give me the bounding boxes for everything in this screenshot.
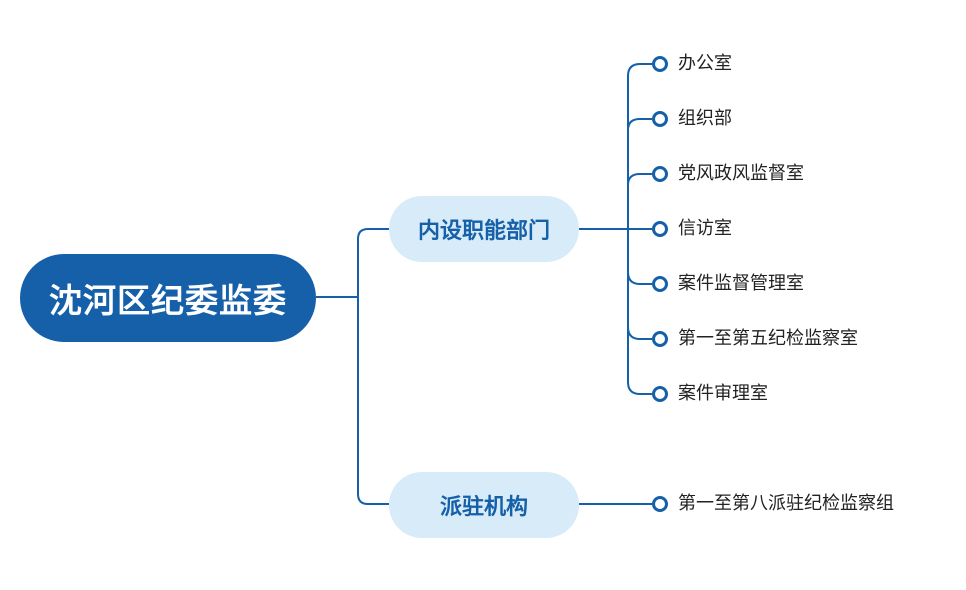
- leaf-spine: [627, 63, 652, 395]
- leaf-item[interactable]: 党风政风监督室: [678, 163, 804, 184]
- leaf-dot-icon: [652, 496, 668, 512]
- leaf-link-4: [627, 271, 652, 285]
- branch-node-internal-departments[interactable]: 内设职能部门: [389, 196, 579, 262]
- branch-node-dispatched-agencies[interactable]: 派驻机构: [389, 472, 579, 538]
- leaf-dot-icon: [652, 56, 668, 72]
- leaf-link-5: [627, 326, 652, 340]
- leaf-item[interactable]: 组织部: [678, 108, 732, 129]
- leaf-item[interactable]: 案件监督管理室: [678, 273, 804, 294]
- root-node[interactable]: 沈河区纪委监委: [20, 254, 316, 342]
- leaf-link-1: [627, 118, 652, 131]
- leaf-dot-icon: [652, 386, 668, 402]
- leaf-item[interactable]: 第一至第八派驻纪检监察组: [678, 493, 894, 514]
- leaf-item[interactable]: 信访室: [678, 218, 732, 239]
- leaf-link-2: [627, 173, 652, 186]
- leaf-dot-icon: [652, 111, 668, 127]
- leaf-item[interactable]: 第一至第五纪检监察室: [678, 328, 858, 349]
- leaf-dot-icon: [652, 331, 668, 347]
- leaf-item[interactable]: 办公室: [678, 53, 732, 74]
- leaf-dot-icon: [652, 276, 668, 292]
- branch-spine: [357, 228, 389, 505]
- leaf-dot-icon: [652, 166, 668, 182]
- leaf-item[interactable]: 案件审理室: [678, 383, 768, 404]
- leaf-dot-icon: [652, 221, 668, 237]
